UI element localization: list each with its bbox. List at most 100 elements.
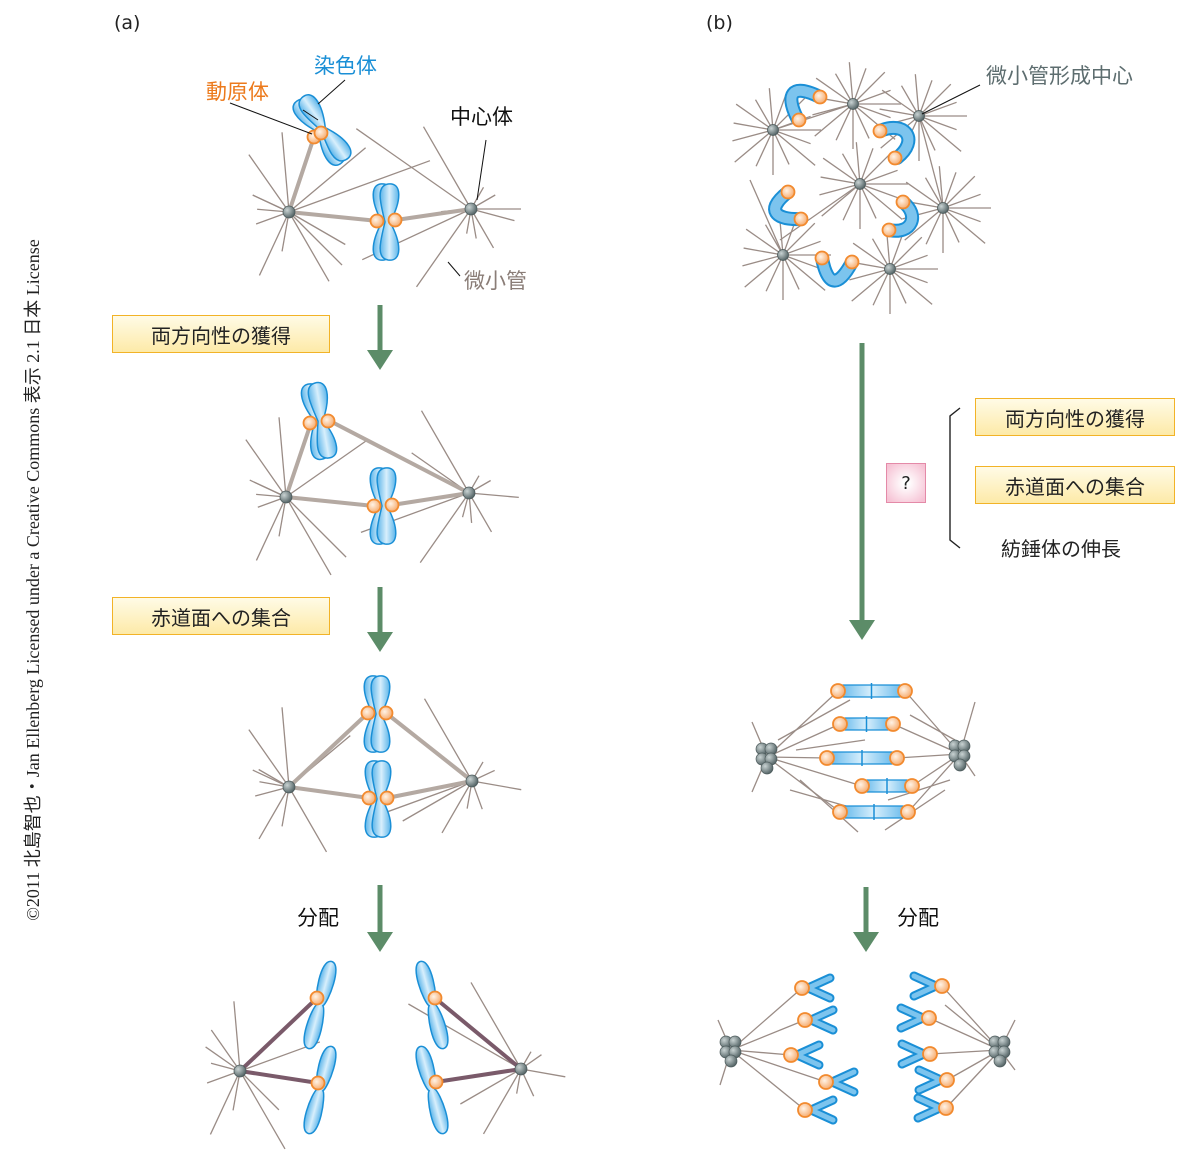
microtubule bbox=[471, 780, 522, 791]
kinetochore bbox=[887, 150, 903, 166]
microtubule bbox=[468, 492, 493, 533]
microtubule bbox=[772, 129, 811, 145]
microtubule bbox=[855, 142, 861, 185]
bivalent bbox=[873, 120, 916, 165]
k-fiber bbox=[907, 753, 961, 813]
homolog bbox=[899, 1041, 927, 1067]
kinetochore bbox=[895, 194, 911, 210]
homolog bbox=[915, 1095, 943, 1121]
kinetochore bbox=[428, 1074, 444, 1090]
k-fiber bbox=[384, 711, 474, 783]
microtubule bbox=[889, 268, 928, 284]
k-fiber bbox=[284, 422, 313, 498]
microtubule bbox=[745, 228, 784, 256]
leader-microtubule bbox=[447, 261, 461, 277]
kinetochore bbox=[794, 980, 810, 996]
microtubule bbox=[795, 739, 866, 751]
microtubule bbox=[782, 240, 821, 256]
microtubule bbox=[852, 89, 891, 105]
kinetochore-label: 動原体 bbox=[206, 80, 269, 104]
k-fiber bbox=[730, 1049, 827, 1083]
microtubule bbox=[209, 1070, 241, 1135]
kinetochore bbox=[814, 250, 830, 266]
microtubule bbox=[281, 786, 290, 827]
k-fiber bbox=[766, 690, 839, 758]
panel-a-label: (a) bbox=[114, 12, 141, 34]
centrosome bbox=[464, 202, 478, 216]
kinetochore bbox=[791, 112, 807, 128]
microtubule bbox=[849, 268, 891, 281]
centrosome bbox=[913, 110, 925, 122]
kinetochore bbox=[783, 1047, 799, 1063]
microtubule bbox=[743, 247, 784, 256]
homolog bbox=[794, 1042, 822, 1068]
arrow-a-2-head bbox=[367, 632, 393, 652]
microtubule bbox=[415, 208, 472, 288]
microtubule bbox=[842, 183, 861, 221]
microtubule bbox=[905, 181, 944, 209]
kinetochore bbox=[934, 978, 950, 994]
microtubule bbox=[859, 151, 893, 185]
microtubule bbox=[822, 157, 861, 185]
microtubule bbox=[468, 492, 519, 499]
microtubule bbox=[408, 1003, 522, 1070]
microtubule bbox=[470, 982, 522, 1070]
mtoc-cluster-ball bbox=[993, 1054, 1007, 1068]
kinetochore bbox=[360, 705, 376, 721]
microtubule bbox=[799, 779, 859, 833]
k-fiber bbox=[238, 996, 319, 1073]
kinetochore bbox=[361, 790, 377, 806]
kinetochore bbox=[369, 213, 385, 229]
kinetochore bbox=[830, 683, 846, 699]
homolog bbox=[898, 1005, 926, 1031]
microtubule bbox=[749, 179, 784, 256]
k-fiber bbox=[239, 1069, 319, 1085]
microtubule bbox=[281, 707, 290, 788]
microtubule bbox=[423, 698, 473, 782]
k-fiber bbox=[288, 210, 379, 223]
leader-mtoc bbox=[921, 84, 981, 115]
chromosome-label: 染色体 bbox=[314, 54, 377, 78]
kinetochore bbox=[812, 89, 828, 105]
k-fiber bbox=[766, 723, 841, 758]
microtubule bbox=[815, 77, 854, 105]
microtubule bbox=[205, 1046, 241, 1072]
microtubule bbox=[851, 268, 891, 302]
microtubule bbox=[258, 211, 290, 276]
homolog bbox=[911, 973, 939, 999]
question-box: ? bbox=[886, 463, 926, 503]
k-fiber bbox=[329, 419, 470, 495]
arrow-a-1-head bbox=[367, 350, 393, 370]
centrosome bbox=[884, 263, 896, 275]
kinetochore bbox=[832, 804, 848, 820]
microtubule bbox=[772, 129, 790, 165]
microtubule bbox=[821, 183, 861, 217]
kinetochore bbox=[797, 1012, 813, 1028]
microtubule bbox=[782, 222, 816, 256]
mtoc-cluster-ball bbox=[953, 758, 967, 772]
microtubule bbox=[942, 172, 957, 209]
k-fiber bbox=[386, 779, 473, 800]
mtoc-cluster-left bbox=[719, 1035, 742, 1068]
microtubule bbox=[772, 129, 816, 166]
microtubule bbox=[288, 211, 330, 282]
microtubule bbox=[918, 115, 962, 152]
microtubule bbox=[859, 183, 877, 219]
panel-b-label: (b) bbox=[706, 12, 733, 34]
centrosome bbox=[854, 178, 866, 190]
k-fiber bbox=[287, 711, 370, 789]
kinetochore bbox=[427, 990, 443, 1006]
homolog bbox=[808, 1007, 836, 1033]
microtubule bbox=[889, 236, 923, 270]
microtubule bbox=[734, 129, 774, 163]
kinetochore bbox=[939, 1072, 955, 1088]
microtubule bbox=[889, 254, 928, 270]
microtubule bbox=[288, 147, 367, 213]
microtubule bbox=[918, 80, 933, 117]
centrosome bbox=[233, 1064, 247, 1078]
mtoc-cluster-left bbox=[755, 742, 778, 775]
chromatid-body bbox=[415, 1045, 449, 1135]
microtubule bbox=[232, 1070, 241, 1111]
kinetochore bbox=[387, 212, 403, 228]
